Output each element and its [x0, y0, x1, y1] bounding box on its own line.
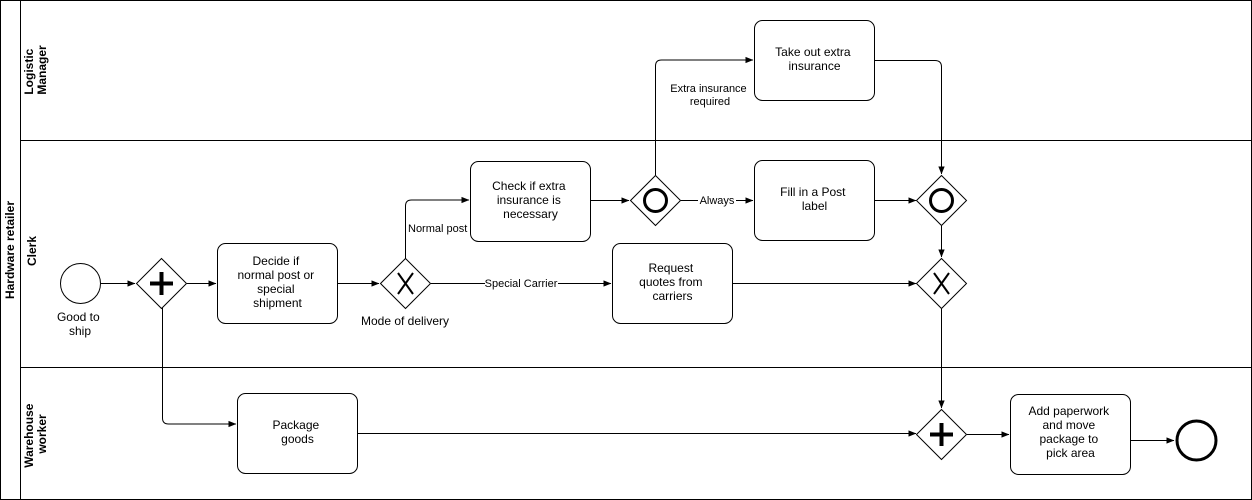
- exclusive-gateway-join[interactable]: [915, 257, 968, 310]
- start-event[interactable]: [60, 263, 101, 304]
- circle-icon: [643, 188, 668, 213]
- start-event-label: Good to ship: [57, 310, 103, 338]
- lane-label-warehouse-worker: Warehouse worker: [22, 400, 49, 468]
- lane-label-clerk: Clerk: [25, 236, 39, 266]
- task-label: Package goods: [272, 418, 322, 446]
- task-add-paperwork[interactable]: Add paperwork and move package to pick a…: [1010, 394, 1131, 475]
- task-fill-post-label[interactable]: Fill in a Post label: [754, 160, 875, 241]
- flow-parallel-to-package[interactable]: [162, 308, 237, 428]
- task-label: Take out extra insurance: [775, 45, 854, 73]
- edge-labels: Extra insurance required Always Normal p…: [408, 83, 750, 290]
- task-decide-shipment[interactable]: Decide if normal post or special shipmen…: [217, 243, 338, 324]
- flow-mode-to-check[interactable]: [405, 196, 470, 259]
- task-request-quotes[interactable]: Request quotes from carriers: [612, 243, 733, 324]
- edge-label-extra-insurance: Extra insurance required: [670, 83, 750, 108]
- lane-warehouse-worker: Warehouse worker: [22, 400, 49, 468]
- circle-icon: [929, 188, 954, 213]
- flow-inclusive-to-insurance[interactable]: [655, 56, 754, 175]
- inclusive-gateway-split[interactable]: [629, 174, 682, 227]
- edge-label-normal-post: Normal post: [408, 223, 467, 235]
- task-label: Fill in a Post label: [780, 185, 849, 213]
- edge-label-special-carrier: Special Carrier: [485, 278, 558, 290]
- exclusive-gateway-mode-of-delivery[interactable]: [379, 257, 432, 310]
- end-event[interactable]: [1175, 419, 1218, 462]
- lane-label-logistic-manager: Logistic Manager: [22, 45, 49, 95]
- edge-label-always: Always: [700, 195, 735, 207]
- task-package-goods[interactable]: Package goods: [237, 393, 358, 474]
- flow-insurance-to-join[interactable]: [875, 60, 945, 175]
- plus-icon: [930, 423, 953, 446]
- parallel-gateway-join[interactable]: [915, 408, 968, 461]
- plus-icon: [150, 272, 173, 295]
- x-icon: [397, 272, 414, 295]
- task-label: Request quotes from carriers: [639, 261, 706, 303]
- gateway-label-mode-of-delivery: Mode of delivery: [361, 314, 449, 328]
- task-label: Decide if normal post or special shipmen…: [237, 254, 317, 310]
- parallel-gateway-split[interactable]: [135, 257, 188, 310]
- lane-logistic-manager: Logistic Manager: [22, 45, 49, 95]
- x-icon: [933, 272, 950, 295]
- task-label: Add paperwork and move package to pick a…: [1028, 404, 1112, 460]
- task-check-insurance[interactable]: Check if extra insurance is necessary: [470, 161, 591, 242]
- sequence-flows: [101, 56, 1175, 444]
- task-take-out-insurance[interactable]: Take out extra insurance: [754, 20, 875, 101]
- lane-clerk: Clerk: [25, 236, 39, 266]
- inclusive-gateway-join[interactable]: [915, 174, 968, 227]
- pool-label: Hardware retailer: [3, 201, 17, 299]
- task-label: Check if extra insurance is necessary: [492, 179, 569, 221]
